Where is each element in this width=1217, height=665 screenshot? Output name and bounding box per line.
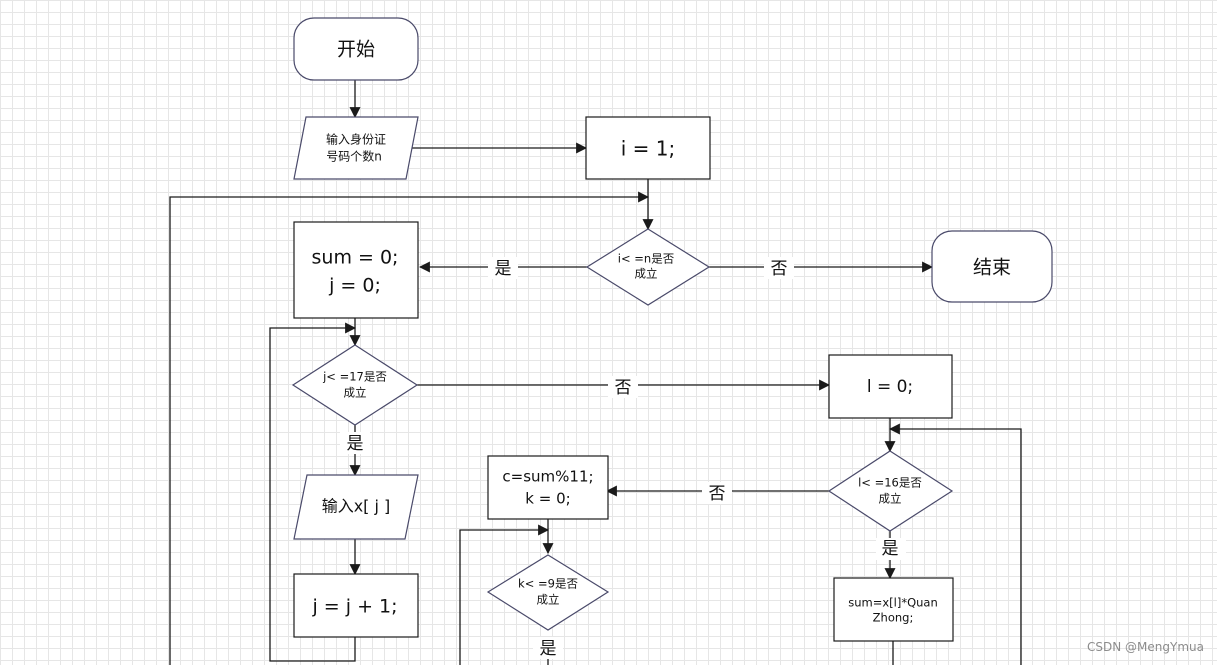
edge-labels: 是 否 是 否 是 否 是	[340, 257, 906, 659]
cond-j-line-1: j< =17是否	[322, 370, 387, 384]
start-terminator: 开始	[293, 17, 419, 81]
cond-l-shape	[827, 450, 954, 532]
calc-k-line-2: k = 0;	[525, 490, 570, 508]
edge-label-bg	[764, 257, 794, 279]
init-j-line-2: j = 0;	[328, 275, 381, 297]
init-l-shape	[828, 354, 953, 419]
sum-add-node: sum=x[l]*Quan Zhong;	[833, 577, 954, 642]
calc-c-line-1: c=sum%11;	[502, 468, 593, 486]
cond-k-node: k< =9是否 成立	[486, 554, 610, 631]
input-n-line-1: 输入身份证	[326, 132, 386, 147]
edge-k-loop-back	[459, 524, 550, 665]
input-x-shape	[293, 474, 419, 540]
label-cond-j-yes: 是	[347, 434, 364, 454]
sum-add-line-2: Zhong;	[873, 611, 914, 625]
cond-j-node: j< =17是否 成立	[291, 344, 419, 426]
init-i-node: i = 1;	[585, 116, 711, 180]
input-x-label: 输入x[ j ]	[322, 497, 391, 516]
edge-label-bg	[702, 482, 732, 504]
cond-i-line-2: 成立	[635, 267, 658, 281]
input-x-node: 输入x[ j ]	[293, 474, 419, 540]
end-terminator: 结束	[931, 230, 1053, 303]
input-n-shape	[293, 116, 419, 180]
input-n-line-2: 号码个数n	[326, 149, 382, 164]
cond-l-line-1: l< =16是否	[858, 476, 922, 490]
cond-i-line-1: i< =n是否	[618, 252, 675, 266]
inc-j-shape	[293, 573, 419, 638]
watermark-text: CSDN @MengYmua	[1087, 640, 1204, 654]
label-cond-l-yes: 是	[882, 539, 899, 559]
inc-j-node: j = j + 1;	[293, 573, 419, 638]
cond-i-node: i< =n是否 成立	[585, 228, 711, 306]
label-cond-k-yes: 是	[540, 639, 557, 659]
label-cond-i-no: 否	[771, 259, 788, 279]
init-sum-line-1: sum = 0;	[312, 247, 399, 269]
cond-k-line-1: k< =9是否	[518, 577, 578, 591]
sum-add-line-1: sum=x[l]*Quan	[848, 596, 938, 610]
edge-inner-loop-back	[269, 322, 357, 662]
cond-i-shape	[585, 228, 711, 306]
edge-label-bg	[533, 637, 563, 659]
init-l-node: l = 0;	[828, 354, 953, 419]
end-shape	[931, 230, 1053, 303]
cond-k-shape	[486, 554, 610, 631]
calc-c-shape	[487, 455, 609, 520]
init-l-label: l = 0;	[867, 377, 913, 397]
edge-label-bg	[608, 376, 638, 398]
start-label: 开始	[337, 39, 375, 61]
edge-l-loop-back	[888, 423, 1022, 665]
input-n-node: 输入身份证 号码个数n	[293, 116, 419, 180]
label-cond-j-no: 否	[615, 378, 632, 398]
cond-k-line-2: 成立	[537, 593, 560, 607]
init-i-label: i = 1;	[621, 137, 676, 161]
init-sum-j-shape	[293, 221, 419, 319]
label-cond-l-no: 否	[709, 484, 726, 504]
cond-j-shape	[291, 344, 419, 426]
calc-c-node: c=sum%11; k = 0;	[487, 455, 609, 520]
edge-label-bg	[876, 538, 906, 560]
label-cond-i-yes: 是	[495, 259, 512, 279]
start-shape	[293, 17, 419, 81]
edge-outer-loop-back	[169, 191, 650, 665]
inc-j-label: j = j + 1;	[311, 596, 397, 618]
cond-l-line-2: 成立	[879, 492, 902, 506]
end-label: 结束	[973, 257, 1011, 279]
init-sum-j-node: sum = 0; j = 0;	[293, 221, 419, 319]
init-i-shape	[585, 116, 711, 180]
edge-label-bg	[340, 432, 370, 454]
sum-add-shape	[833, 577, 954, 642]
edge-label-bg	[488, 257, 518, 279]
cond-l-node: l< =16是否 成立	[827, 450, 954, 532]
cond-j-line-2: 成立	[344, 386, 367, 400]
